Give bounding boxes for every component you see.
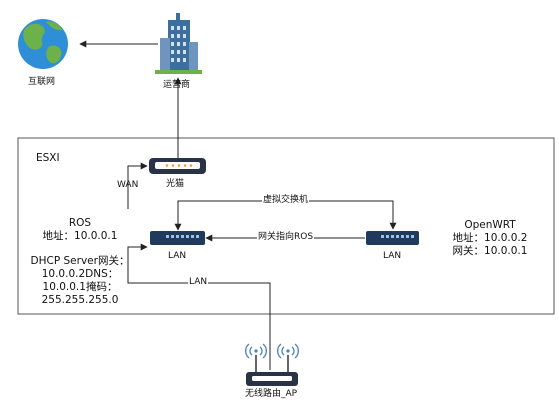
vswitch-label: 虚拟交换机: [262, 195, 310, 206]
edge-ap-lan: [127, 243, 271, 370]
ros-name: ROS: [68, 217, 92, 229]
gateway-to-ros-label: 网关指向ROS: [257, 232, 315, 243]
wireless-router-icon: [245, 343, 299, 386]
ros-address: 地址：10.0.0.1: [42, 230, 118, 242]
openwrt-gateway: 网关：10.0.0.1: [452, 245, 528, 257]
ros-lan-label: LAN: [168, 251, 187, 261]
wan-label: WAN: [117, 180, 139, 190]
isp-label: 运营商: [163, 80, 191, 90]
ros-dhcp-line-1: DHCP Server网关：: [30, 255, 130, 267]
ap-lan-label: LAN: [188, 277, 209, 288]
building-icon: [155, 13, 202, 74]
openwrt-lan-label: LAN: [383, 251, 402, 261]
ros-dhcp-line-3: 10.0.0.1掩码：: [42, 281, 118, 293]
internet-label: 互联网: [28, 77, 56, 87]
esxi-title: ESXI: [36, 152, 60, 164]
ros-switch-icon: [150, 231, 205, 245]
openwrt-switch-icon: [366, 231, 419, 245]
globe-icon: [18, 19, 68, 69]
edge-wan: [127, 162, 148, 209]
ros-dhcp-line-4: 255.255.255.0: [41, 294, 119, 306]
openwrt-name: OpenWRT: [464, 219, 516, 231]
esxi-container: [17, 137, 555, 315]
modem-label: 光猫: [166, 179, 185, 189]
ros-dhcp-line-2: 10.0.0.2DNS：: [41, 268, 119, 280]
ap-label: 无线路由_AP: [245, 389, 298, 399]
openwrt-address: 地址：10.0.0.2: [452, 232, 528, 244]
optical-modem-icon: [149, 158, 206, 174]
